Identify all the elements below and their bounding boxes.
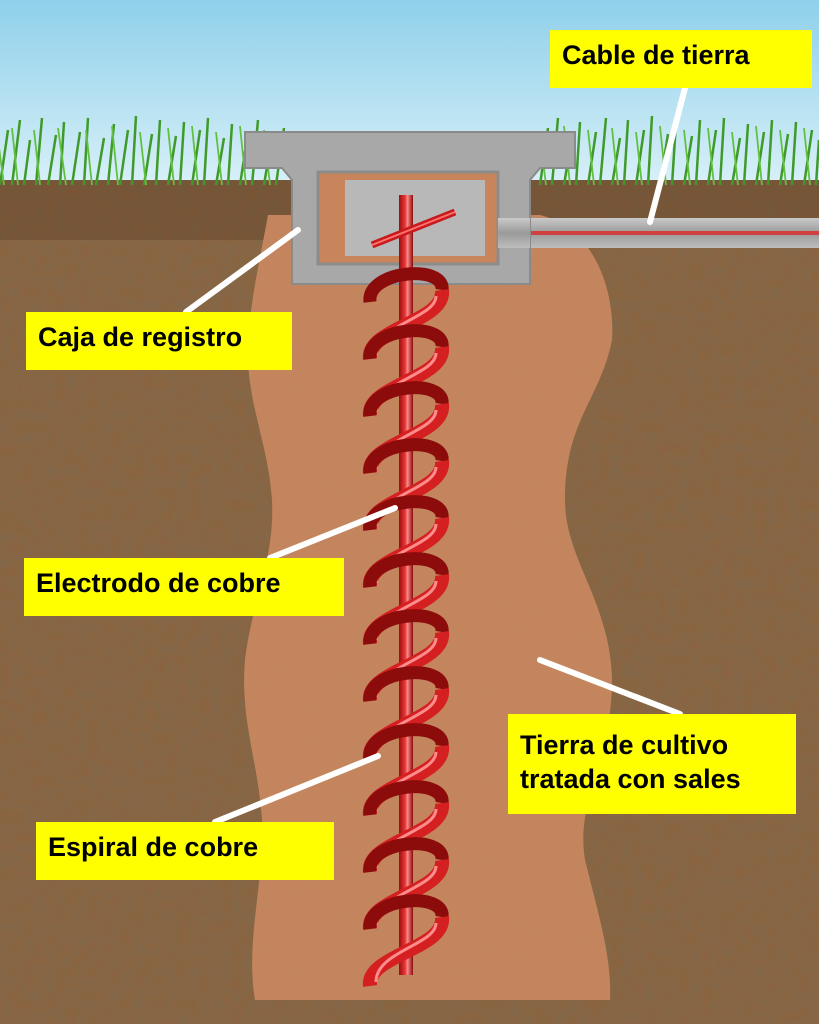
leader-cable	[647, 85, 688, 225]
label-caja-de-registro: Caja de registro	[26, 312, 292, 370]
label-cable-text: Cable de tierra	[562, 40, 750, 70]
spiral-coil-back	[363, 438, 449, 474]
leader-caja	[183, 227, 301, 315]
label-espiral-de-cobre: Espiral de cobre	[36, 822, 334, 880]
spiral-coil-back	[363, 837, 449, 873]
label-cable-de-tierra: Cable de tierra	[550, 30, 812, 88]
leader-electrodo	[267, 505, 398, 561]
label-tierra-line2: tratada con sales	[520, 764, 741, 794]
spiral-coil-back	[363, 723, 449, 759]
spiral-coil-back	[363, 609, 449, 645]
spiral-coil-back	[363, 780, 449, 816]
leader-tierra	[537, 657, 683, 717]
spiral-coil-back	[363, 324, 449, 360]
spiral-coil-back	[363, 267, 449, 303]
spiral-coil-back	[363, 381, 449, 417]
label-caja-text: Caja de registro	[38, 322, 243, 352]
spiral-coil-back	[363, 552, 449, 588]
spiral-coil-back	[363, 666, 449, 702]
spiral-coil-front	[363, 916, 449, 987]
label-tierra-line1: Tierra de cultivo	[520, 730, 729, 760]
spiral-coil-back	[363, 894, 449, 930]
label-espiral-text: Espiral de cobre	[48, 832, 259, 862]
spiral-coil-highlight	[374, 922, 438, 983]
leader-espiral	[212, 753, 381, 825]
leader-lines	[183, 85, 688, 825]
label-electrodo-text: Electrodo de cobre	[36, 568, 281, 598]
label-tierra-de-cultivo: Tierra de cultivo tratada con sales	[508, 714, 796, 814]
label-electrodo-de-cobre: Electrodo de cobre	[24, 558, 344, 616]
